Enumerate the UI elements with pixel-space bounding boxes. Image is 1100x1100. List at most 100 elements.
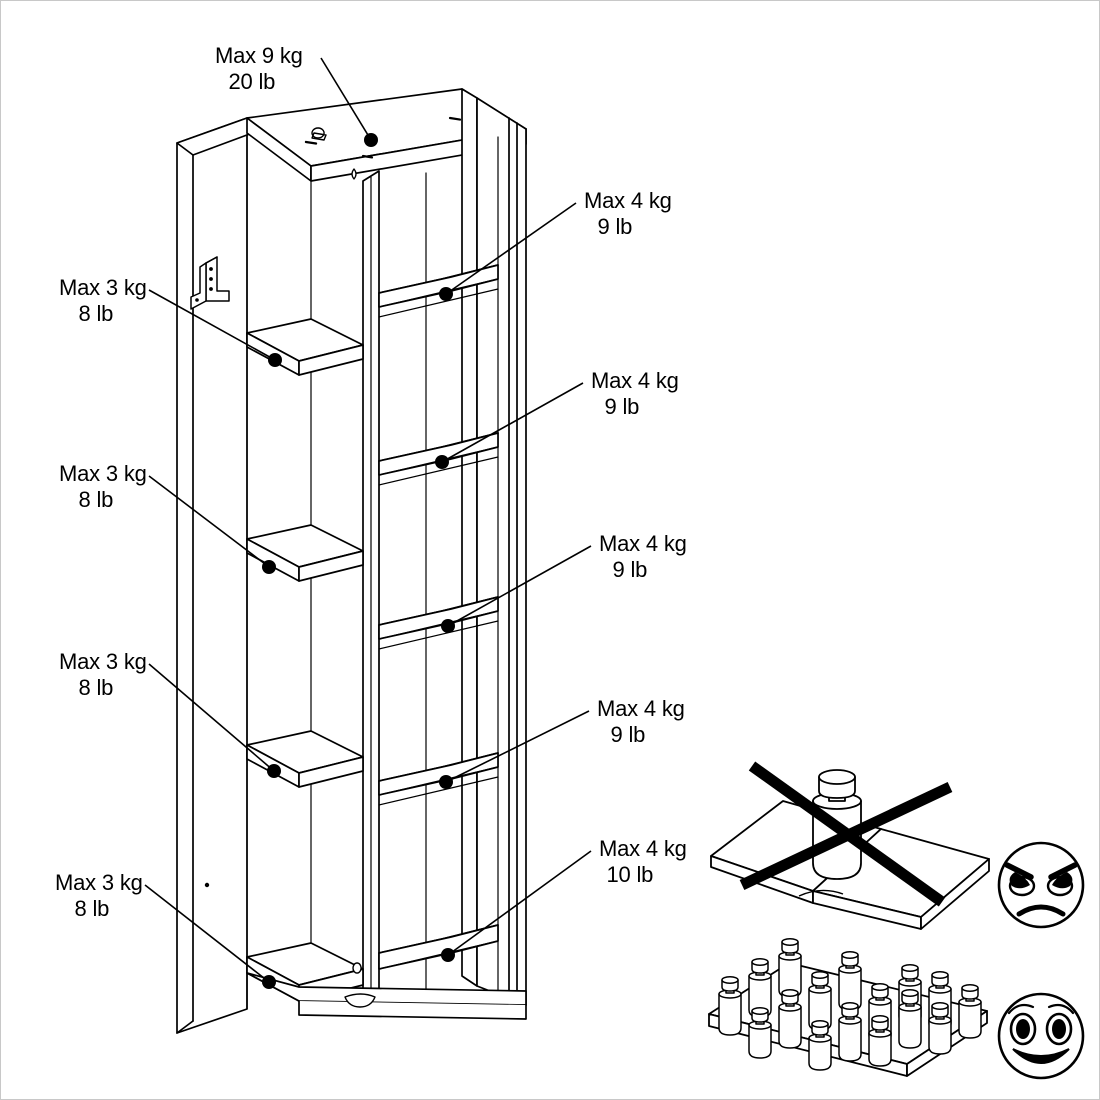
label-top-panel-imperial: 20 lb (228, 69, 276, 94)
leader-left-shelf-2 (148, 475, 270, 568)
leader-right-shelf-2 (441, 382, 584, 463)
cross-out-icon (739, 761, 953, 907)
bottom-foot-notch (344, 993, 376, 1008)
leader-right-shelf-3 (447, 545, 592, 627)
label-left-shelf-4-metric: Max 3 kg (55, 870, 143, 895)
weight-small (958, 984, 982, 1039)
right-shelf-3-underline (378, 610, 499, 640)
weight-small (898, 989, 922, 1049)
left-shelf-2-edge-b (298, 550, 364, 582)
weight-small (718, 976, 742, 1036)
angry-face-circle (997, 841, 1085, 929)
leader-top-panel (320, 57, 372, 141)
smiley-brow-right (1047, 1003, 1075, 1015)
label-right-shelf-4-imperial: 9 lb (610, 722, 646, 747)
label-top-panel-metric: Max 9 kg (215, 43, 303, 68)
top-panel-slot-3 (448, 116, 462, 121)
label-right-shelf-3-metric: Max 4 kg (599, 531, 687, 556)
right-shelf-2-underline-2 (378, 456, 499, 486)
label-left-shelf-1-imperial: 8 lb (78, 301, 114, 326)
left-panel-screw-hole (204, 882, 210, 888)
shelf-sag-crease (798, 889, 844, 897)
weight-small (808, 971, 832, 1031)
smiley-face-icon (997, 992, 1085, 1080)
label-right-shelf-1: Max 4 kg 9 lb (584, 188, 672, 240)
label-left-shelf-4: Max 3 kg 8 lb (55, 870, 143, 922)
incorrect-loading-illustration (710, 761, 990, 930)
weight-small (808, 1020, 832, 1071)
label-left-shelf-2: Max 3 kg 8 lb (59, 461, 147, 513)
leader-right-shelf-1 (445, 202, 577, 295)
leader-right-shelf-5 (447, 850, 592, 956)
bent-shelf-right-edge (920, 858, 990, 930)
left-panel-bottom-edge (176, 1020, 194, 1034)
left-shelf-1-edge-b (298, 344, 364, 376)
label-top-panel: Max 9 kg 20 lb (215, 43, 303, 95)
label-right-shelf-5-imperial: 10 lb (606, 862, 654, 887)
label-right-shelf-1-imperial: 9 lb (597, 214, 633, 239)
weight-small (748, 1007, 772, 1059)
smiley-brow-left (1007, 1003, 1035, 1015)
label-left-shelf-1-metric: Max 3 kg (59, 275, 147, 300)
dot-right-shelf-1 (439, 287, 453, 301)
weight-small (778, 938, 802, 998)
angry-eye-outline-right (1046, 875, 1074, 897)
distributed-weights-group (718, 938, 982, 1071)
label-right-shelf-4-metric: Max 4 kg (597, 696, 685, 721)
leader-left-shelf-1 (148, 289, 276, 361)
label-left-shelf-3-metric: Max 3 kg (59, 649, 147, 674)
right-shelf-1-underline-2 (378, 288, 499, 318)
bottom-rail-front (246, 972, 527, 1006)
top-panel-slot-2 (361, 154, 374, 159)
smiley-pupil-right (1052, 1019, 1066, 1039)
smiley-mouth (1012, 1048, 1070, 1064)
dot-left-shelf-3 (267, 764, 281, 778)
label-right-shelf-5: Max 4 kg 10 lb (599, 836, 687, 888)
weight-small (838, 1002, 862, 1062)
label-left-shelf-2-metric: Max 3 kg (59, 461, 147, 486)
label-right-shelf-2: Max 4 kg 9 lb (591, 368, 679, 420)
angry-brow-right (1048, 862, 1078, 880)
top-panel-slot-1 (304, 140, 318, 145)
label-left-shelf-2-imperial: 8 lb (78, 487, 114, 512)
dot-right-shelf-5 (441, 948, 455, 962)
dot-right-shelf-4 (439, 775, 453, 789)
angry-eye-right (1052, 872, 1073, 889)
angry-face-icon (997, 841, 1085, 929)
right-shelf-3-underline-2 (378, 620, 499, 650)
dot-left-shelf-2 (262, 560, 276, 574)
label-right-shelf-4: Max 4 kg 9 lb (597, 696, 685, 748)
weight-small (748, 958, 772, 1018)
right-shelf-1-underline (378, 278, 499, 308)
left-shelf-3-edge-b (298, 756, 364, 788)
leader-right-shelf-4 (445, 710, 590, 783)
angry-mouth (1016, 904, 1066, 917)
weight-small (838, 951, 862, 1011)
label-right-shelf-3-imperial: 9 lb (612, 557, 648, 582)
label-right-shelf-1-metric: Max 4 kg (584, 188, 672, 213)
label-left-shelf-1: Max 3 kg 8 lb (59, 275, 147, 327)
angry-eye-outline-left (1008, 875, 1036, 897)
dot-right-shelf-2 (435, 455, 449, 469)
smiley-pupil-left (1016, 1019, 1030, 1039)
leader-left-shelf-4 (144, 884, 270, 983)
label-right-shelf-5-metric: Max 4 kg (599, 836, 687, 861)
angry-eye-left (1009, 872, 1030, 889)
weight-small (868, 1015, 892, 1067)
right-shelf-4-underline (378, 766, 499, 796)
l-bracket-icon (190, 256, 230, 310)
top-panel-cam-fitting (311, 127, 327, 141)
dot-top-panel (364, 133, 378, 147)
angry-brow-left (1004, 862, 1034, 880)
weight-small (928, 1002, 952, 1055)
bottom-panel-hole (352, 962, 362, 974)
label-left-shelf-3-imperial: 8 lb (78, 675, 114, 700)
leader-left-shelf-3 (148, 663, 275, 772)
label-left-shelf-3: Max 3 kg 8 lb (59, 649, 147, 701)
dot-right-shelf-3 (441, 619, 455, 633)
label-right-shelf-3: Max 4 kg 9 lb (599, 531, 687, 583)
